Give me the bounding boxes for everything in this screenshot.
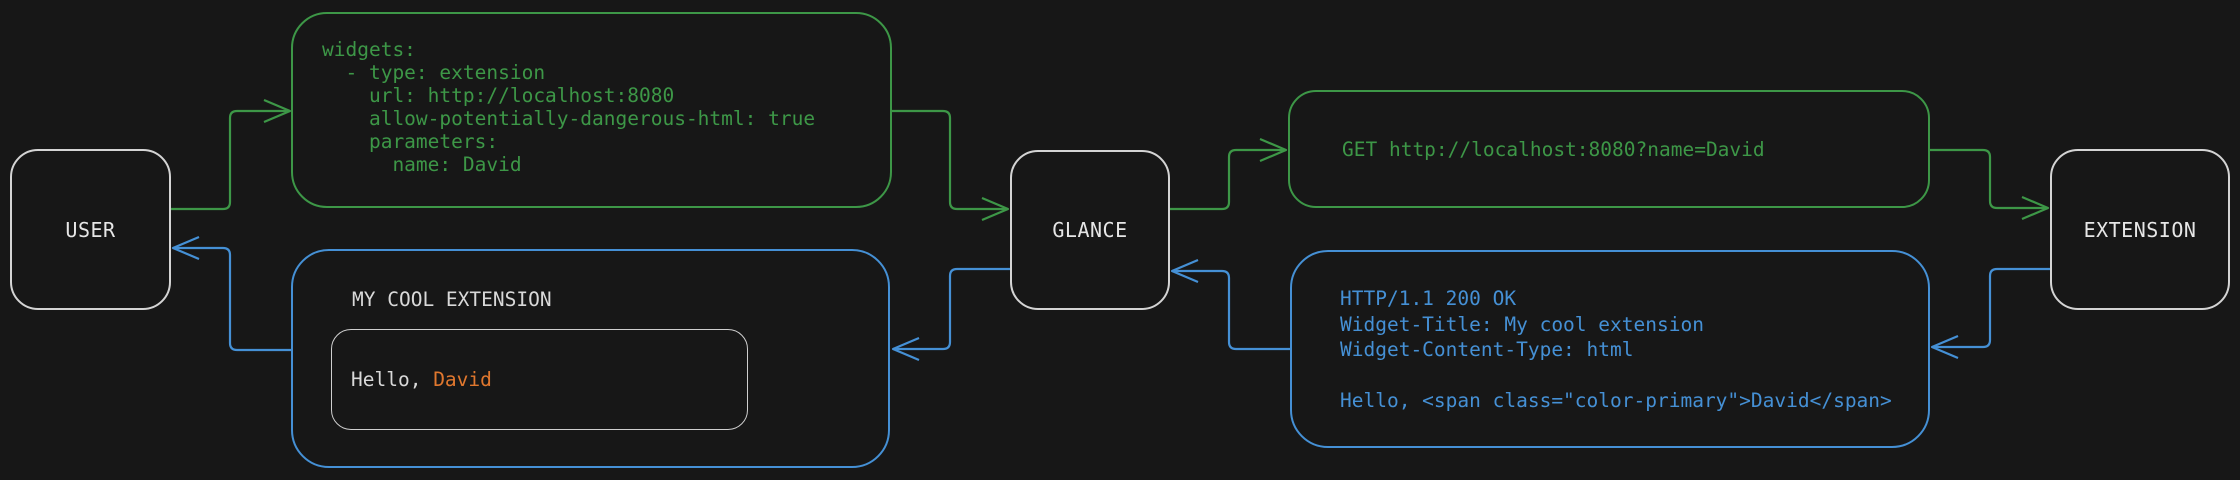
extension-node: EXTENSION xyxy=(2050,149,2230,310)
glance-node-label: GLANCE xyxy=(1052,218,1128,242)
user-node: USER xyxy=(10,149,171,310)
response-line: Widget-Content-Type: html xyxy=(1340,338,1634,361)
response-line: Widget-Title: My cool extension xyxy=(1340,312,1704,336)
arrow-glance-to-widget xyxy=(891,267,1010,362)
response-line: Hello, <span class="color-primary">David… xyxy=(1340,389,1892,412)
arrow-request-to-extension xyxy=(1930,148,2050,221)
yaml-line: widgets: xyxy=(322,38,416,61)
arrow-user-to-config xyxy=(171,98,292,211)
yaml-line: allow-potentially-dangerous-html: true xyxy=(322,107,816,130)
widget-inner-box: Hello, David xyxy=(331,329,748,430)
glance-node: GLANCE xyxy=(1010,150,1170,310)
response-line: HTTP/1.1 200 OK xyxy=(1340,287,1517,310)
config-yaml-box: widgets: - type: extension url: http://l… xyxy=(291,12,892,208)
response-line xyxy=(1340,363,1928,389)
arrow-glance-to-request xyxy=(1170,137,1288,211)
widget-title: MY COOL EXTENSION xyxy=(352,288,552,311)
extension-node-label: EXTENSION xyxy=(2083,217,2197,242)
yaml-line: name: David xyxy=(322,153,522,176)
user-node-label: USER xyxy=(65,217,116,242)
arrow-response-to-glance xyxy=(1170,258,1290,351)
http-request-box: GET http://localhost:8080?name=David xyxy=(1288,90,1930,208)
request-text: GET http://localhost:8080?name=David xyxy=(1342,137,1765,161)
http-response-box: HTTP/1.1 200 OK Widget-Title: My cool ex… xyxy=(1290,250,1930,448)
yaml-line: - type: extension xyxy=(322,61,546,84)
arrow-extension-to-response xyxy=(1930,267,2050,360)
arrow-config-to-glance xyxy=(892,109,1010,222)
widget-preview-box: MY COOL EXTENSION Hello, David xyxy=(291,249,890,468)
arrow-widget-to-user xyxy=(171,235,292,352)
yaml-line: parameters: xyxy=(322,130,499,153)
greeting-name: David xyxy=(433,368,492,391)
yaml-line: url: http://localhost:8080 xyxy=(322,84,675,107)
widget-greeting: Hello, xyxy=(351,368,434,391)
